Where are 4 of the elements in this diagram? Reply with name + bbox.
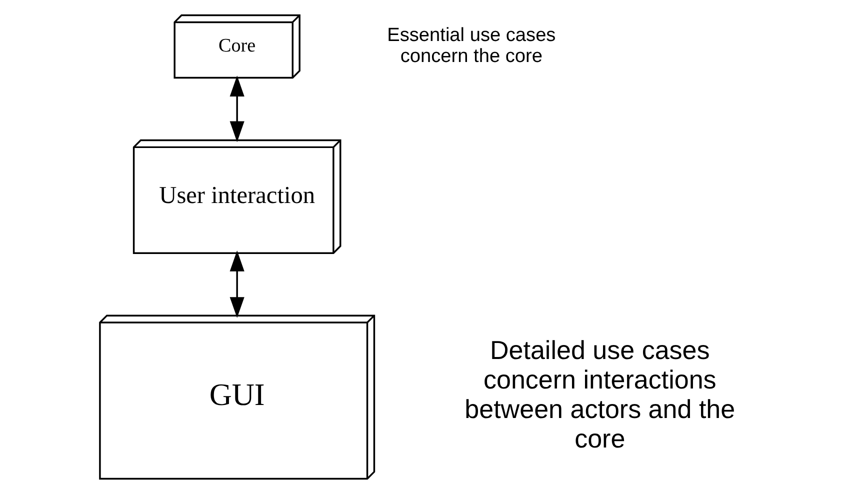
label: Essential use cases concern the core (387, 24, 556, 67)
arrow (230, 76, 244, 142)
arrow (230, 250, 244, 318)
label: Detailed use cases concern interactions between actors and the core (464, 334, 736, 454)
